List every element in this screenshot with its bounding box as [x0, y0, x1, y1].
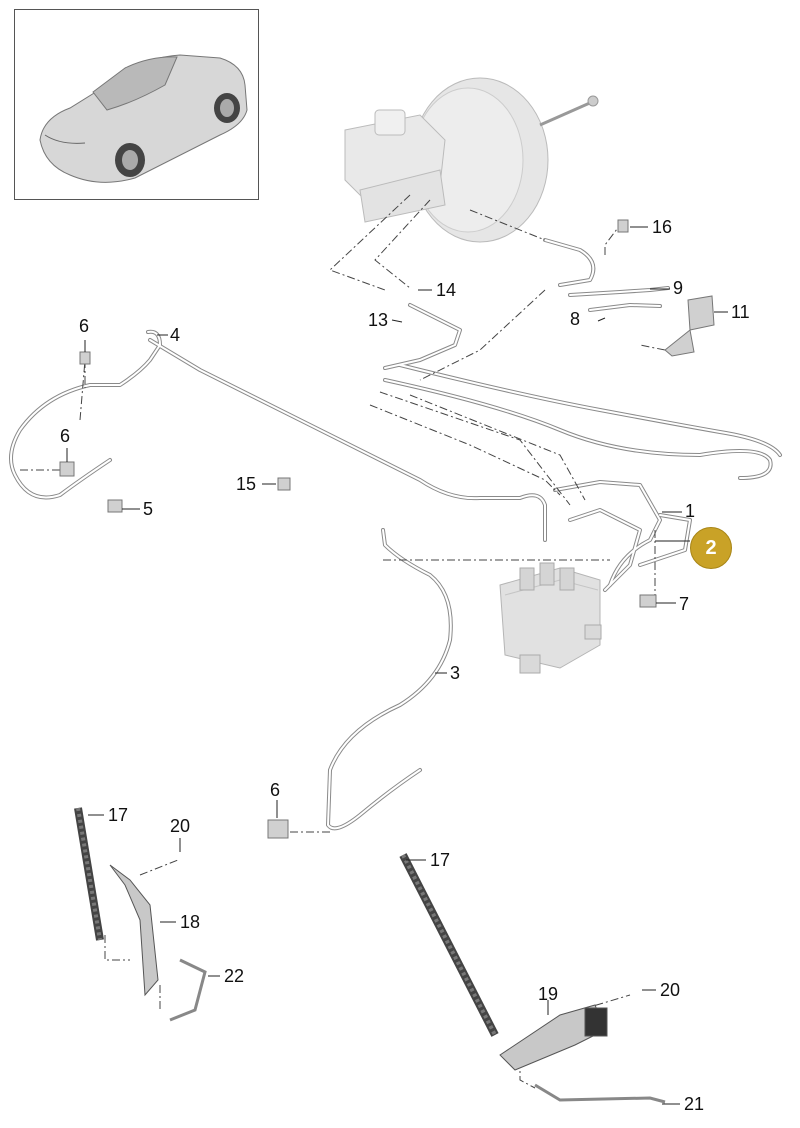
callout-14: 14 [436, 280, 457, 300]
callout-16: 16 [652, 217, 673, 237]
leader-lines [66, 226, 728, 1105]
callout-3: 3 [450, 663, 461, 683]
callout-8: 8 [570, 309, 581, 329]
clips [59, 219, 715, 839]
assembly-guides [20, 194, 666, 1089]
brackets [109, 864, 666, 1104]
abs-module [499, 562, 602, 674]
brake-lines [9, 238, 782, 831]
callout-20-left: 20 [170, 816, 191, 836]
highlight-badge-2[interactable]: 2 [690, 527, 732, 569]
callout-1: 1 [685, 501, 696, 521]
callout-6-middle: 6 [60, 426, 71, 446]
brake-hoses [74, 807, 499, 1037]
callout-17-right: 17 [430, 850, 451, 870]
callout-6-lower: 6 [270, 780, 281, 800]
callout-11: 11 [731, 302, 750, 322]
callout-13: 13 [368, 310, 389, 330]
callout-5: 5 [143, 499, 154, 519]
callout-15: 15 [236, 474, 257, 494]
callout-18: 18 [180, 912, 201, 932]
callout-21: 21 [684, 1094, 705, 1114]
brake-booster [344, 77, 599, 243]
callout-17-left: 17 [108, 805, 129, 825]
callout-22: 22 [224, 966, 245, 986]
callout-20-right: 20 [660, 980, 681, 1000]
callout-6-upper: 6 [79, 316, 90, 336]
callout-9: 9 [673, 278, 684, 298]
vehicle-thumbnail [14, 9, 259, 200]
callout-7: 7 [679, 594, 690, 614]
callout-19: 19 [538, 984, 559, 1004]
car-icon [39, 54, 248, 183]
callout-4: 4 [170, 325, 181, 345]
